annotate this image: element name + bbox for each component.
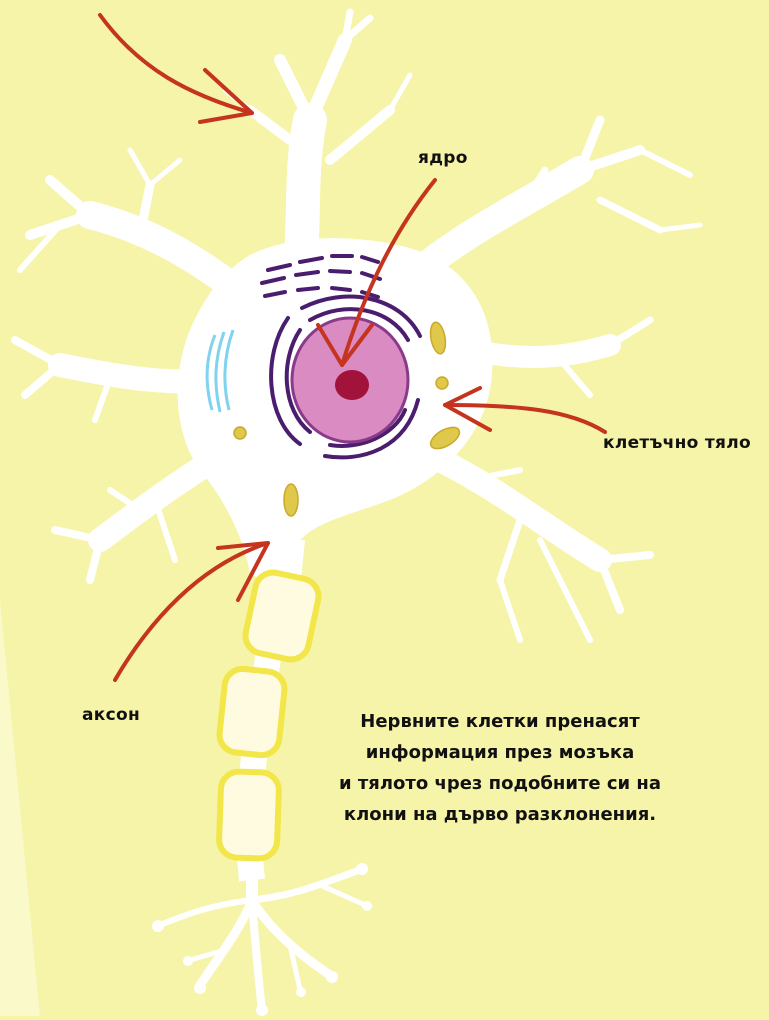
axon-terminals (160, 870, 365, 1010)
nucleolus (335, 370, 369, 400)
cell-body-label: клетъчно тяло (603, 433, 751, 453)
myelin-sheaths (218, 569, 322, 859)
axon-arrow (115, 543, 268, 680)
axon-label: аксон (82, 705, 140, 725)
caption: Нервните клетки пренасят информация през… (320, 706, 680, 830)
dendrite-arrow (100, 15, 252, 113)
caption-line: и тялото чрез подобните си на (320, 768, 680, 799)
caption-line: клони на дърво разклонения. (320, 799, 680, 830)
nucleus-label: ядро (418, 148, 468, 168)
caption-line: Нервните клетки пренасят (320, 706, 680, 737)
caption-line: информация през мозъка (320, 737, 680, 768)
background-light-band (0, 600, 40, 1016)
